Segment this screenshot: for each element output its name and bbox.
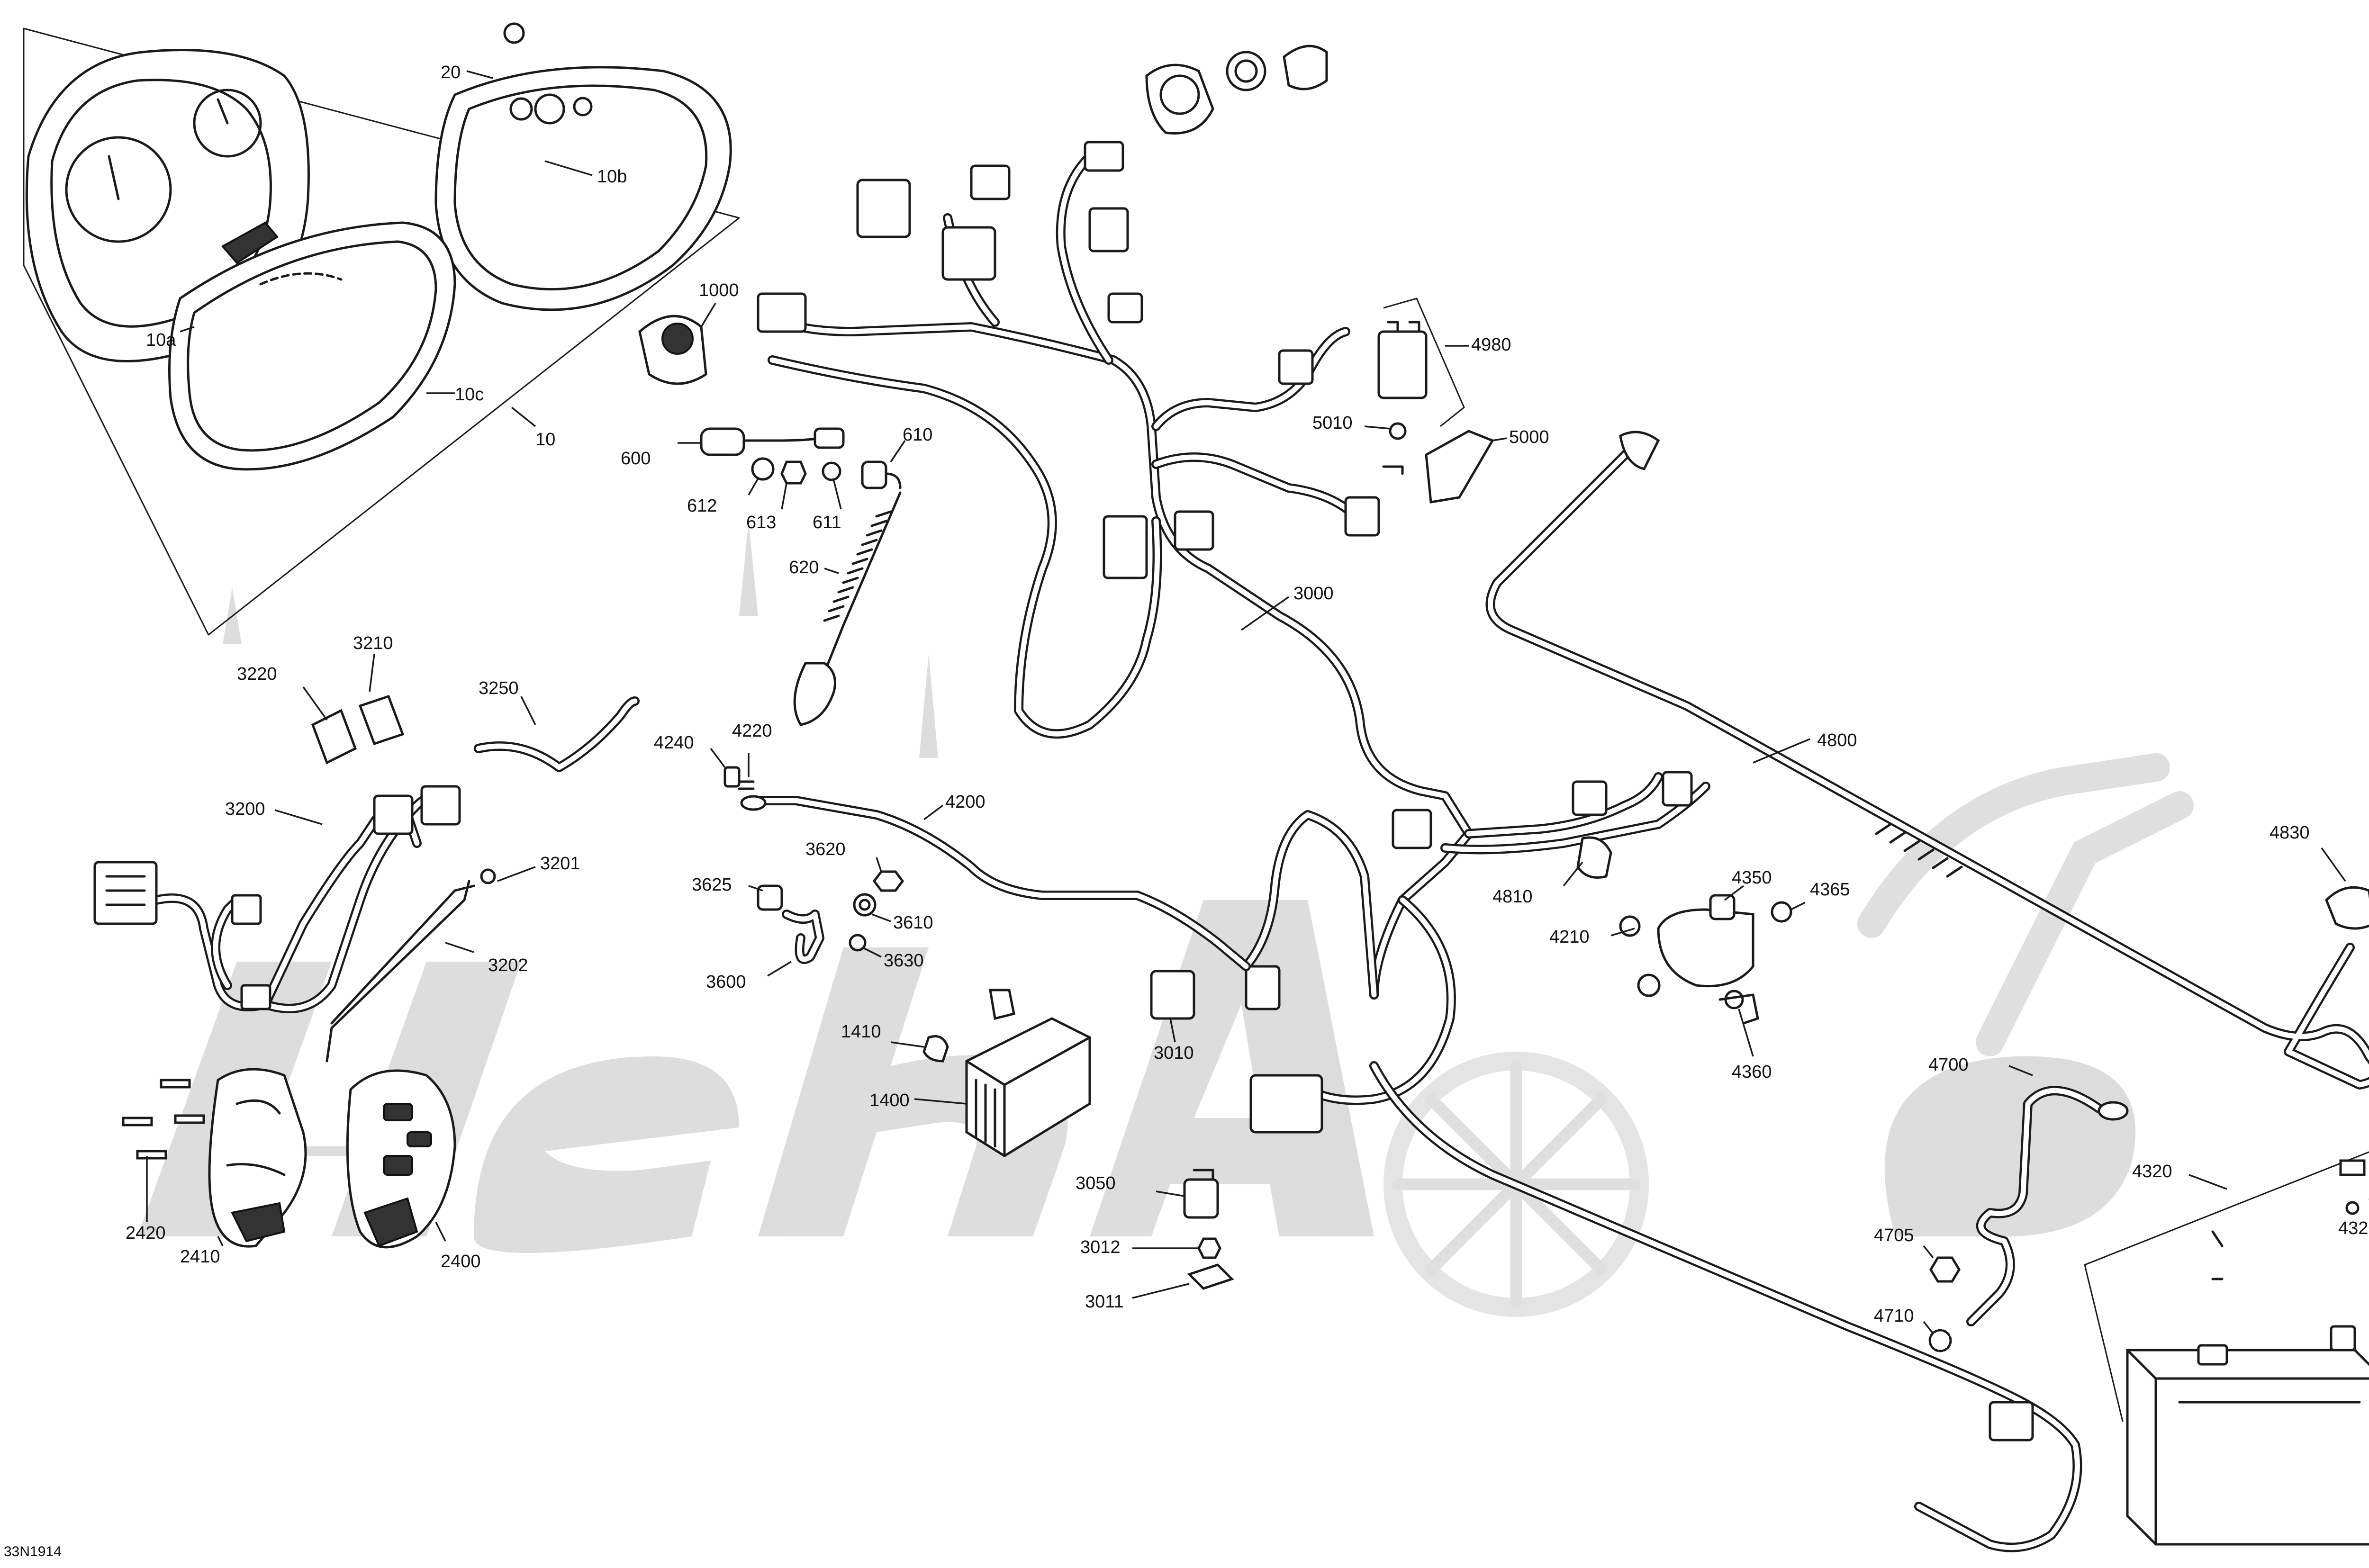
callout-3050: 3050 <box>1076 1173 1116 1193</box>
callout-3202: 3202 <box>488 955 528 975</box>
relay-bracket <box>1364 297 1507 504</box>
callout-4210: 4210 <box>1549 927 1590 947</box>
callout-10b: 10b <box>597 167 627 187</box>
callout-4320: 4320 <box>2132 1162 2172 1181</box>
hose-3250 <box>474 696 640 772</box>
callout-4980: 4980 <box>1471 335 1511 355</box>
instrument-cluster-assembly <box>23 22 740 636</box>
callout-613: 613 <box>746 513 776 532</box>
callout-4800: 4800 <box>1817 730 1857 750</box>
callout-620: 620 <box>789 558 819 577</box>
callout-2420: 2420 <box>126 1223 166 1243</box>
callout-3200: 3200 <box>225 799 265 819</box>
connector-3010 <box>1150 970 1195 1043</box>
callout-3625: 3625 <box>692 875 732 895</box>
small-connectors <box>1132 1169 1234 1299</box>
callout-4810: 4810 <box>1492 887 1533 907</box>
handlebar-switches <box>122 1068 456 1249</box>
terminal-boot <box>2321 847 2369 930</box>
ground-wire-3202 <box>326 866 536 1063</box>
callout-3010: 3010 <box>1154 1043 1194 1063</box>
battery-assembly <box>2084 1151 2369 1546</box>
callout-labels: 20 10b 10a 10c 10 1000 600 612 613 611 6… <box>126 63 2369 1326</box>
ground-cable <box>1923 1065 2129 1352</box>
connector-caps <box>302 653 405 765</box>
callout-20: 20 <box>441 63 461 82</box>
callout-3012: 3012 <box>1080 1237 1121 1257</box>
callout-3600: 3600 <box>706 972 746 992</box>
callout-4365: 4365 <box>1810 880 1850 900</box>
callout-3000: 3000 <box>1293 584 1334 604</box>
fuse-holder-cable <box>678 427 906 510</box>
callout-5000: 5000 <box>1509 427 1549 447</box>
callout-10c: 10c <box>455 385 484 405</box>
callout-1000: 1000 <box>699 280 739 300</box>
callout-4710: 4710 <box>1874 1306 1914 1326</box>
callout-1410: 1410 <box>841 1022 881 1042</box>
callout-3610: 3610 <box>893 913 933 933</box>
callout-5010: 5010 <box>1312 413 1353 433</box>
callout-611: 611 <box>813 513 841 532</box>
diagram-reference-code: 33N1914 <box>4 1544 62 1559</box>
cable-4200 <box>710 748 1251 971</box>
callout-612: 612 <box>687 496 717 516</box>
callout-3011: 3011 <box>1085 1292 1124 1312</box>
battery-cable-long <box>1485 431 2369 1090</box>
callout-600: 600 <box>621 449 651 469</box>
callout-4705: 4705 <box>1874 1226 1914 1245</box>
starter-solenoid <box>1563 836 1806 1057</box>
tether-cord <box>793 491 902 726</box>
callout-10a: 10a <box>146 330 176 350</box>
callout-4240: 4240 <box>654 733 694 753</box>
callout-4360: 4360 <box>1732 1062 1772 1082</box>
callout-4700: 4700 <box>1928 1055 1969 1075</box>
voltage-regulator <box>890 989 1091 1157</box>
callout-3210: 3210 <box>353 633 393 653</box>
cable-3600 <box>748 857 904 977</box>
callout-4220: 4220 <box>732 721 772 741</box>
power-outlet <box>638 303 716 385</box>
main-wiring-harness <box>757 141 2082 1552</box>
callout-3201: 3201 <box>540 854 580 874</box>
callout-4320a: 4320a <box>2338 1218 2369 1238</box>
callout-2400: 2400 <box>441 1252 481 1271</box>
callout-2410: 2410 <box>180 1247 220 1267</box>
callout-1400: 1400 <box>869 1090 910 1110</box>
callout-3220: 3220 <box>237 664 277 684</box>
callout-3620: 3620 <box>805 839 846 859</box>
callout-610: 610 <box>903 425 932 445</box>
callout-4830: 4830 <box>2270 823 2310 843</box>
callout-3250: 3250 <box>479 678 519 698</box>
handlebar-harness <box>93 785 461 1013</box>
callout-10: 10 <box>535 430 555 450</box>
callout-3630: 3630 <box>884 951 924 971</box>
callout-4200: 4200 <box>945 792 986 812</box>
callout-4350: 4350 <box>1732 868 1772 888</box>
ignition-switch <box>1145 45 1328 135</box>
